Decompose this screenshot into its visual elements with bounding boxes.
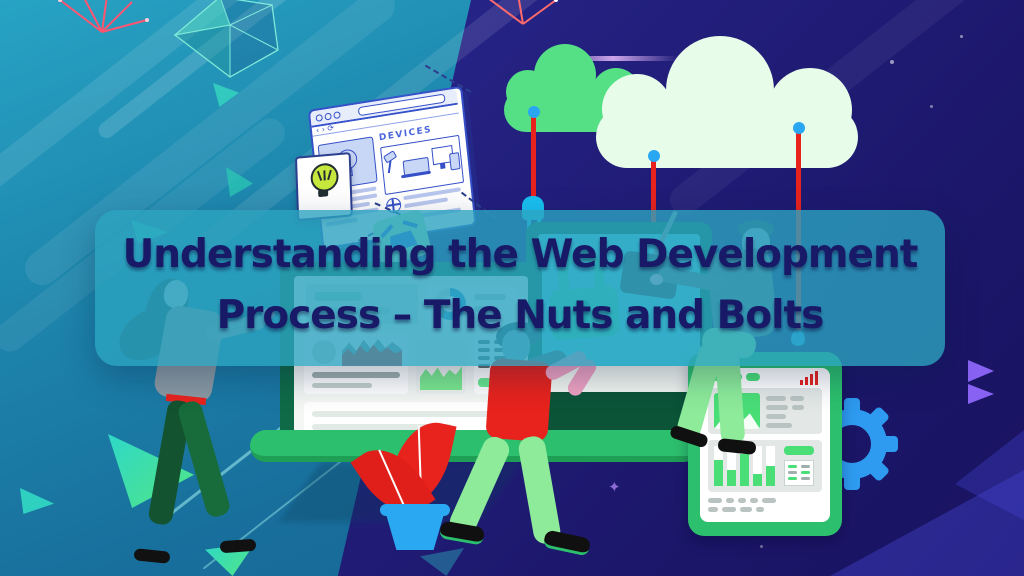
phone-icon xyxy=(448,152,461,171)
wireframe-diamond xyxy=(173,0,279,79)
leg xyxy=(516,434,563,546)
triangle-purple xyxy=(968,384,994,404)
firework-icon xyxy=(489,0,558,25)
title-line-1: Understanding the Web Development xyxy=(122,232,919,277)
tablet-card-chart xyxy=(708,440,822,492)
star-dot xyxy=(890,60,894,64)
power-cord xyxy=(531,112,536,198)
leg xyxy=(176,398,232,520)
shelf xyxy=(250,430,700,462)
shoe xyxy=(133,548,171,564)
title-line-2: Process – The Nuts and Bolts xyxy=(216,293,825,338)
cord-dot xyxy=(793,122,805,134)
star-dot xyxy=(930,105,933,108)
title-banner: Understanding the Web Development Proces… xyxy=(95,210,945,366)
cord-dot xyxy=(648,150,660,162)
plant xyxy=(350,415,460,550)
pot-rim xyxy=(380,504,450,516)
cloud-mint xyxy=(596,36,858,168)
shoe xyxy=(717,438,757,455)
shoe xyxy=(542,529,592,557)
window-dot xyxy=(333,111,341,120)
shoe xyxy=(219,538,257,554)
triangle-purple xyxy=(968,360,994,382)
torso xyxy=(485,357,553,443)
mini-grid xyxy=(784,460,814,486)
window-dot xyxy=(324,112,332,121)
monitor-stand xyxy=(439,162,446,170)
star-dot xyxy=(960,35,963,38)
window-dot xyxy=(315,113,324,122)
star-dot xyxy=(760,545,763,548)
cord-dot xyxy=(528,106,540,118)
pot xyxy=(386,514,444,550)
green-pill xyxy=(746,373,760,381)
page-title: Understanding the Web Development Proces… xyxy=(95,224,945,346)
light-flare xyxy=(548,56,678,61)
sparkle-icon: ✦ xyxy=(608,478,621,496)
lightbulb-base xyxy=(318,189,329,198)
signal-bars-icon xyxy=(800,380,803,385)
firework-icon xyxy=(58,0,149,33)
